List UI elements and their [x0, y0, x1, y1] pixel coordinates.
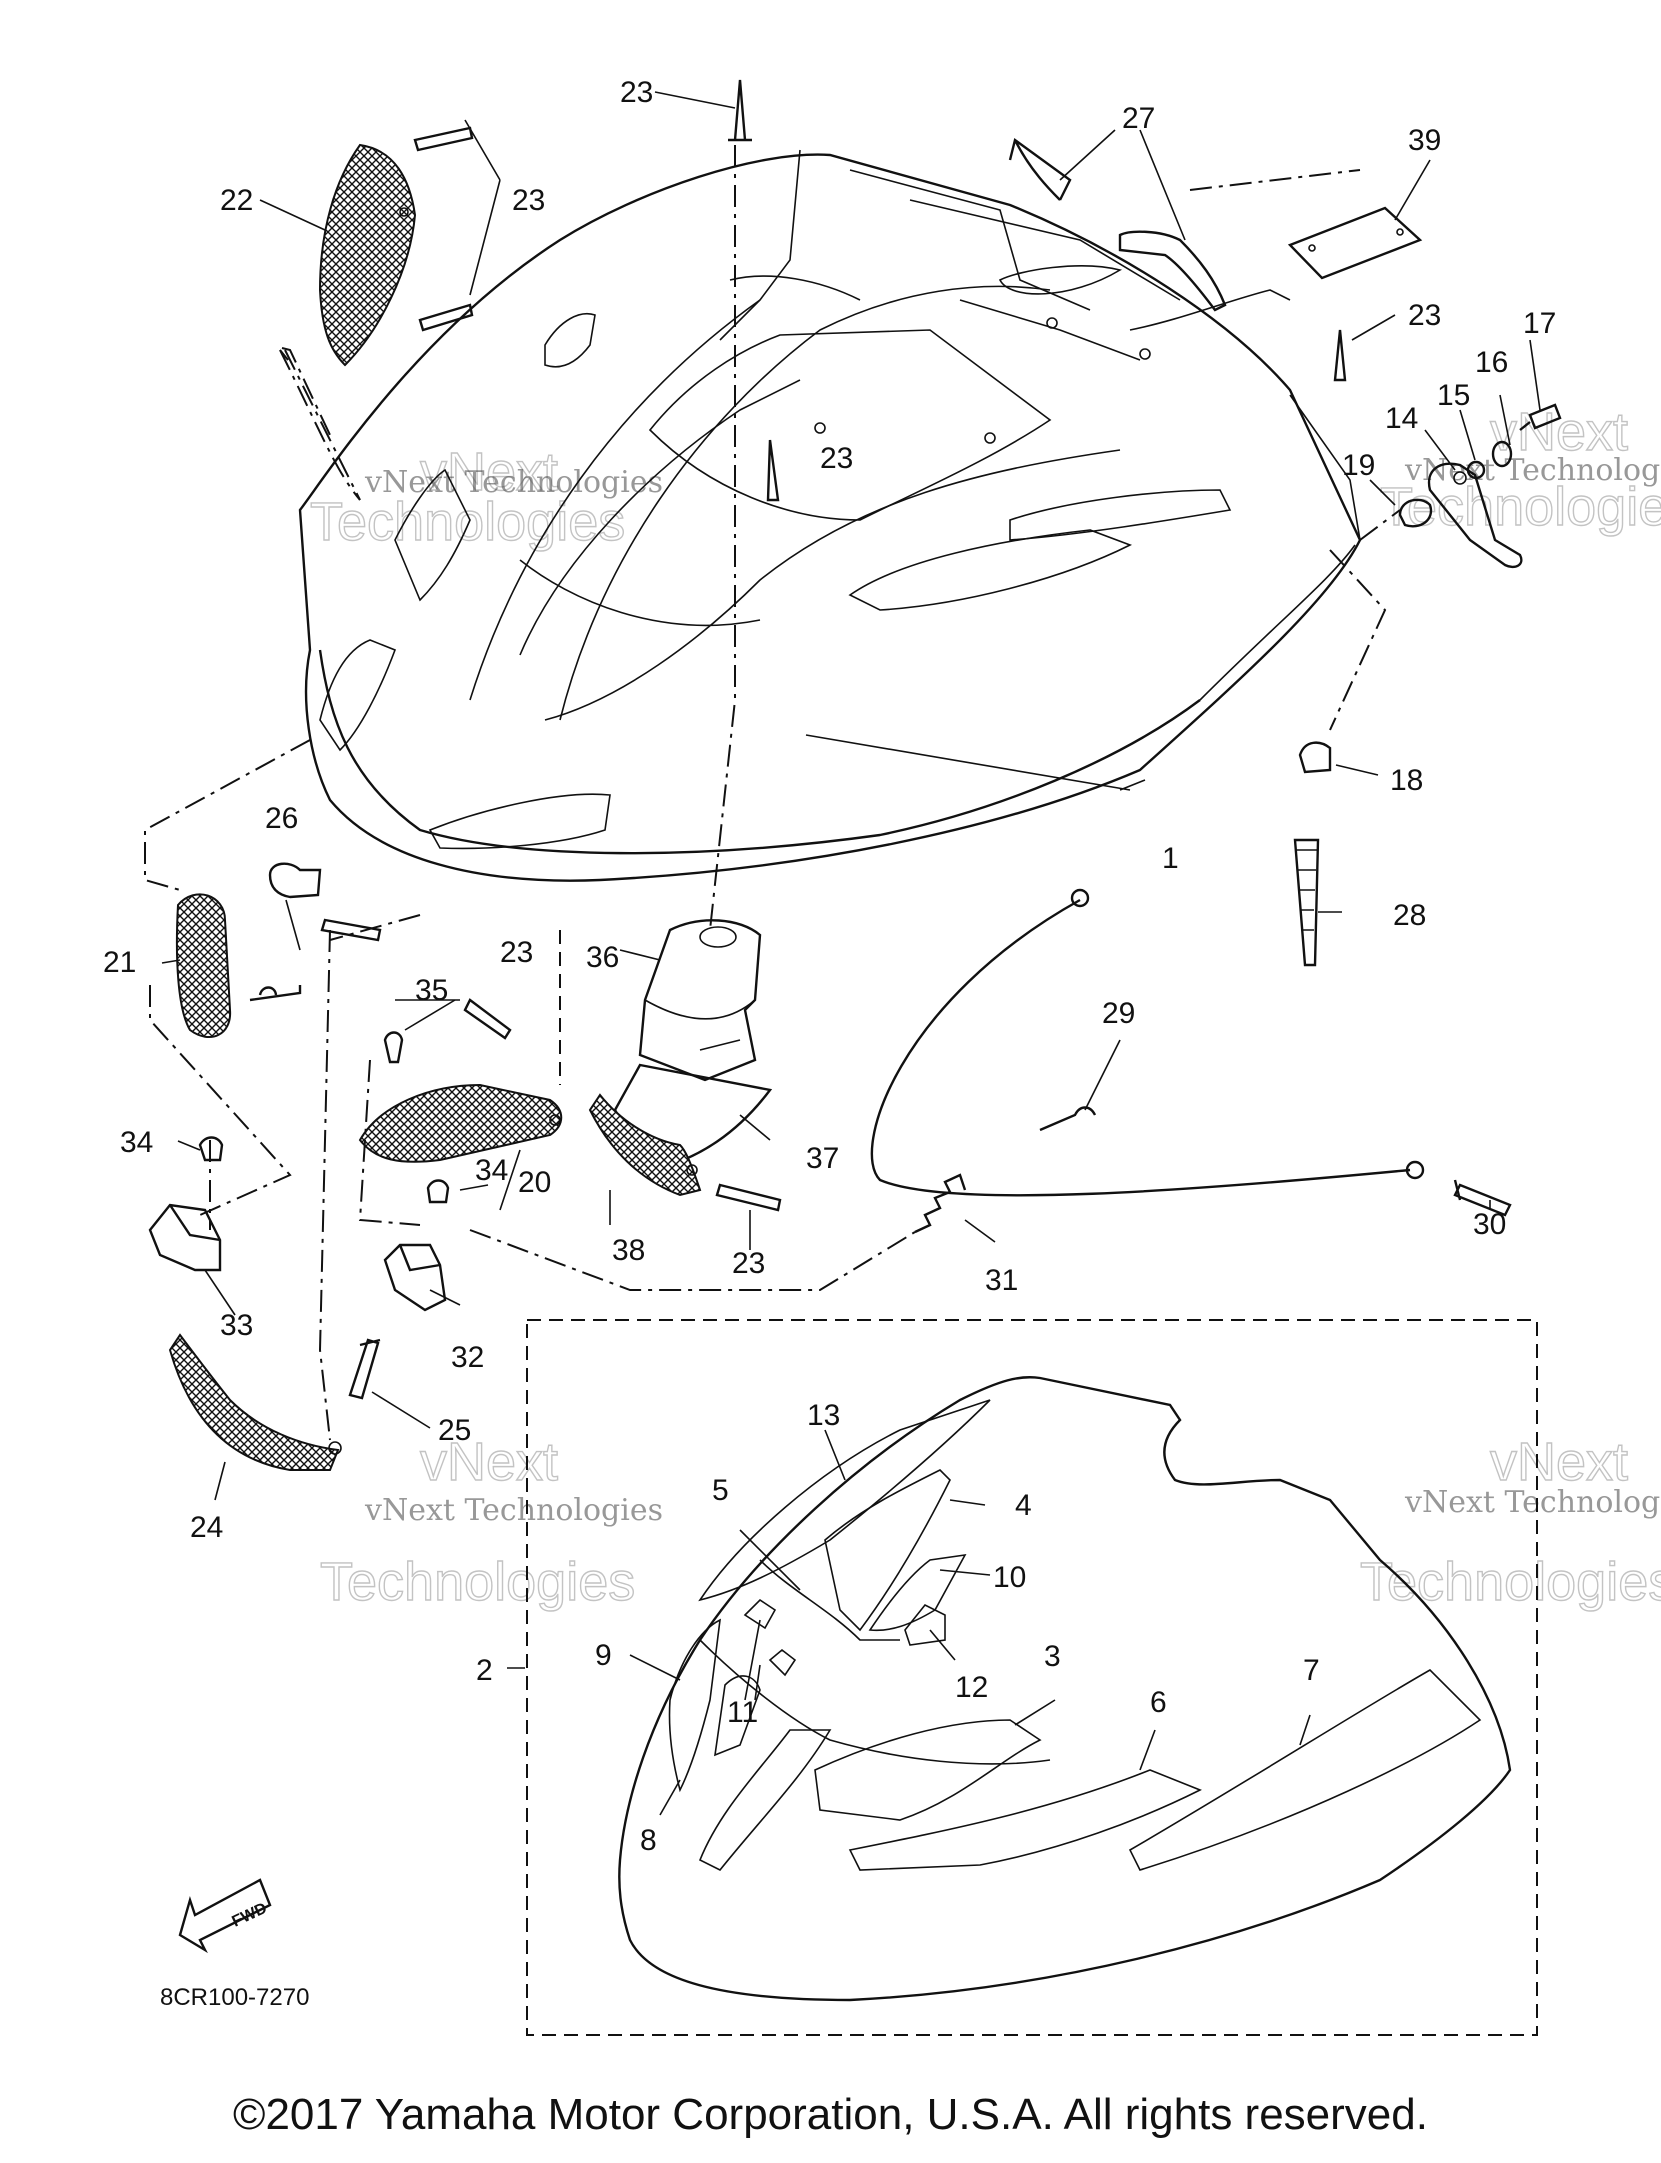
- callout-21: 21: [103, 946, 136, 979]
- part-14-latch: [1398, 403, 1562, 569]
- assembly-lines: [144, 145, 1401, 1441]
- part-38-mesh: [588, 1093, 702, 1197]
- callout-37: 37: [806, 1142, 839, 1175]
- callout-12: 12: [955, 1671, 988, 1704]
- callout-35: 35: [415, 974, 448, 1007]
- copyright-notice: ©2017 Yamaha Motor Corporation, U.S.A. A…: [233, 2090, 1428, 2139]
- callout-28: 28: [1393, 899, 1426, 932]
- watermark-outline-6: Technologies: [320, 1552, 635, 1612]
- part-34-nut-b: [426, 1179, 450, 1204]
- callout-16: 16: [1475, 346, 1508, 379]
- part-36-duct: [638, 919, 762, 1082]
- watermark-text-2: vNext Technologies: [1404, 453, 1661, 488]
- part-20-tray: [358, 1083, 563, 1163]
- part-33-bracket: [148, 1203, 222, 1272]
- callout-9: 9: [595, 1639, 612, 1672]
- watermark-text-1: vNext Technologies: [364, 465, 663, 500]
- part-25-rivet: [348, 1338, 381, 1400]
- watermark-text-3: vNext Technologies: [364, 1493, 663, 1528]
- callout-1: 1: [1162, 842, 1179, 875]
- watermark-outline-3: vNext: [1490, 402, 1628, 462]
- callout-31: 31: [985, 1264, 1018, 1297]
- callout-23f: 23: [732, 1247, 765, 1280]
- callout-23b: 23: [512, 184, 545, 217]
- part-31-spring: [914, 1173, 967, 1234]
- callout-7: 7: [1303, 1654, 1320, 1687]
- watermark-outline-5: vNext: [420, 1432, 558, 1492]
- callout-26: 26: [265, 802, 298, 835]
- watermark-group: vNext Technologies vNext Technologies vN…: [309, 401, 1661, 1612]
- callout-23e: 23: [500, 936, 533, 969]
- callout-8: 8: [640, 1824, 657, 1857]
- part-28-tie: [1293, 838, 1320, 967]
- callout-33: 33: [220, 1309, 253, 1342]
- callout-6: 6: [1150, 1686, 1167, 1719]
- callout-18: 18: [1390, 764, 1423, 797]
- callout-29: 29: [1102, 997, 1135, 1030]
- callout-19: 19: [1342, 449, 1375, 482]
- decal-set-box: [507, 1319, 1538, 2036]
- leader-lines: [161, 91, 1541, 1501]
- callout-23c: 23: [1408, 299, 1441, 332]
- diagram-code: 8CR100-7270: [160, 1984, 309, 2011]
- part-39-plate: [1287, 206, 1423, 280]
- callout-32: 32: [451, 1341, 484, 1374]
- part-27-straps: [1008, 137, 1227, 312]
- callout-34a: 34: [120, 1126, 153, 1159]
- callout-2: 2: [476, 1654, 493, 1687]
- fwd-label: FWD: [230, 1900, 270, 1931]
- part-32-bracket: [383, 1243, 447, 1312]
- part-24-strip: [168, 1333, 342, 1471]
- callout-14: 14: [1385, 402, 1418, 435]
- part-30-rivet: [1453, 1179, 1512, 1217]
- callout-23a: 23: [620, 76, 653, 109]
- part-21-grille: [175, 893, 232, 1039]
- part-34-nut-a: [198, 1136, 224, 1162]
- callout-30: 30: [1473, 1208, 1506, 1241]
- part-22-panel: [318, 143, 417, 367]
- part-29-cable: [870, 888, 1425, 1197]
- watermark-outline-8: Technologies: [1360, 1552, 1661, 1612]
- hood-assembly: [298, 149, 1362, 882]
- callout-11: 11: [727, 1696, 758, 1729]
- watermark-outline-4: Technologies: [1380, 477, 1661, 537]
- watermark-outline-2: Technologies: [310, 492, 625, 552]
- callout-36: 36: [586, 941, 619, 974]
- callout-24: 24: [190, 1511, 223, 1544]
- watermark-outline-7: vNext: [1490, 1432, 1628, 1492]
- callout-10: 10: [993, 1561, 1026, 1594]
- callout-17: 17: [1523, 307, 1556, 340]
- callout-15: 15: [1437, 379, 1470, 412]
- fwd-arrow-icon: FWD: [178, 1878, 272, 1954]
- callout-39: 39: [1408, 124, 1441, 157]
- callout-22: 22: [220, 184, 253, 217]
- callout-23d: 23: [820, 442, 853, 475]
- callout-38: 38: [612, 1234, 645, 1267]
- callout-20: 20: [518, 1166, 551, 1199]
- callout-labels: 1 2 3 4 5 6 7 8 9 10 11 12 13 14 15 16 1…: [103, 76, 1556, 1857]
- part-23-rivets: [320, 79, 1347, 1212]
- callout-34b: 34: [475, 1154, 508, 1187]
- watermark-text-4: vNext Technologies: [1404, 1485, 1661, 1520]
- part-35-screw: [249, 985, 404, 1064]
- callout-5: 5: [712, 1474, 729, 1507]
- callout-3: 3: [1044, 1640, 1061, 1673]
- callout-4: 4: [1015, 1489, 1032, 1522]
- callout-27: 27: [1122, 102, 1155, 135]
- callout-13: 13: [807, 1399, 840, 1432]
- part-18-nut: [1298, 741, 1332, 774]
- callout-25: 25: [438, 1414, 471, 1447]
- part-26-clip: [268, 862, 322, 899]
